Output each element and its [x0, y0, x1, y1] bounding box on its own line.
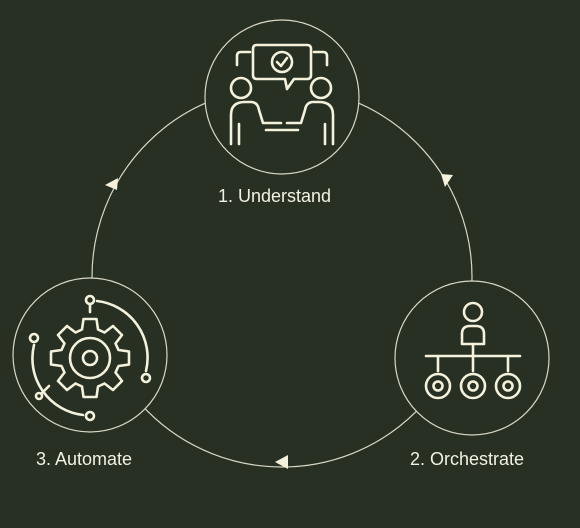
- gear-automation-icon: [28, 294, 152, 422]
- step-1-node: [204, 19, 360, 175]
- org-hierarchy-icon: [424, 301, 522, 400]
- step-1-label: 1. Understand: [218, 186, 332, 206]
- arrow-up-icon: [105, 178, 118, 190]
- arrow-right-icon: [441, 174, 453, 187]
- step-3-label: 3. Automate: [36, 449, 133, 469]
- step-2-label: 2. Orchestrate: [410, 449, 525, 469]
- arrow-left-icon: [275, 455, 288, 469]
- handshake-conversation-icon: [229, 43, 335, 146]
